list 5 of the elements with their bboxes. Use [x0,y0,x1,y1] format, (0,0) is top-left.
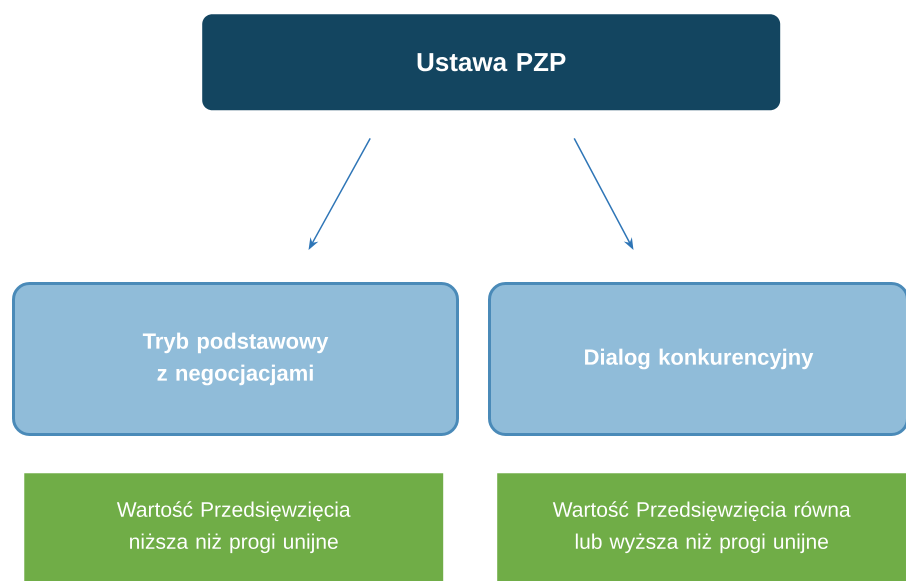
process-box: Tryb podstawowy z negocjacjami [12,282,459,436]
title-box: Ustawa PZP [202,14,780,110]
note-box: Wartość Przedsięwzięcia równa lub wyższa niż progi unijne [497,473,906,581]
process-box: Dialog konkurencyjny [488,282,906,436]
note-box: Wartość Przedsięwzięcia niższa niż progi unijne [24,473,444,581]
